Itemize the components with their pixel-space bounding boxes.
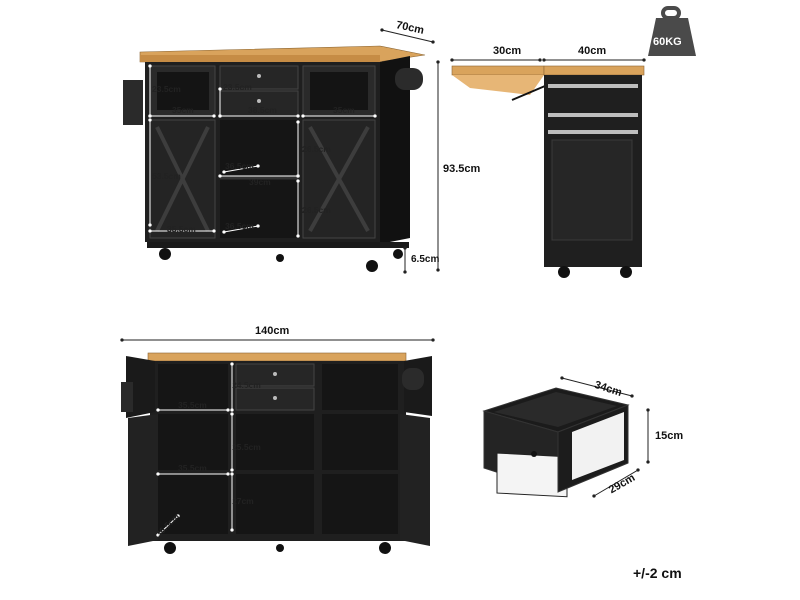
drawer-height-label-2: 15cm — [655, 430, 684, 442]
front-view-cabinet — [123, 45, 426, 272]
drawer-height-label: 23.5cm — [223, 82, 252, 92]
lower-cabinet-width-label: 35.5cm — [167, 224, 196, 234]
drawer-box — [482, 387, 630, 498]
body-width-label: 40cm — [578, 45, 607, 57]
open-drawer-height-label: 24.5cm — [232, 380, 261, 390]
glass-door-height-label: 23.5cm — [152, 84, 181, 94]
shelf-width-label: 39cm — [249, 177, 271, 187]
glass-door-width-right-label: 35cm — [333, 105, 355, 115]
drawer-width-label: 38.5cm — [248, 105, 277, 115]
shelf-height-upper-label: 26.5cm — [302, 144, 331, 154]
upper-shelf-width-label: 35.5cm — [178, 400, 207, 410]
side-view-cabinet — [451, 65, 645, 278]
lower-shelf-height-label: 27cm — [232, 496, 254, 506]
shelf-depth-lower-label: 36.5cm — [225, 221, 254, 231]
drawer-dimension-lines — [560, 376, 650, 498]
front-view-dimension-lines — [380, 28, 440, 274]
lower-cabinet-height-label: 53.5cm — [152, 171, 181, 181]
height-label: 93.5cm — [443, 163, 481, 175]
tolerance-note: +/-2 cm — [633, 565, 682, 581]
lower-shelf-width-label: 35.5cm — [178, 463, 207, 473]
weight-icon — [648, 6, 696, 56]
shelf-height-lower-label: 26.5cm — [302, 205, 331, 215]
shelf-depth-upper-label: 36.5cm — [225, 161, 254, 171]
open-view-cabinet — [121, 352, 432, 554]
weight-badge-text: 60KG — [653, 36, 682, 48]
wheel-height-label: 6.5cm — [411, 254, 440, 265]
leaf-width-label: 30cm — [493, 45, 522, 57]
middle-shelf-height-label: 25.5cm — [232, 442, 261, 452]
glass-door-width-left-label: 35cm — [172, 105, 194, 115]
total-width-label: 140cm — [255, 325, 290, 337]
